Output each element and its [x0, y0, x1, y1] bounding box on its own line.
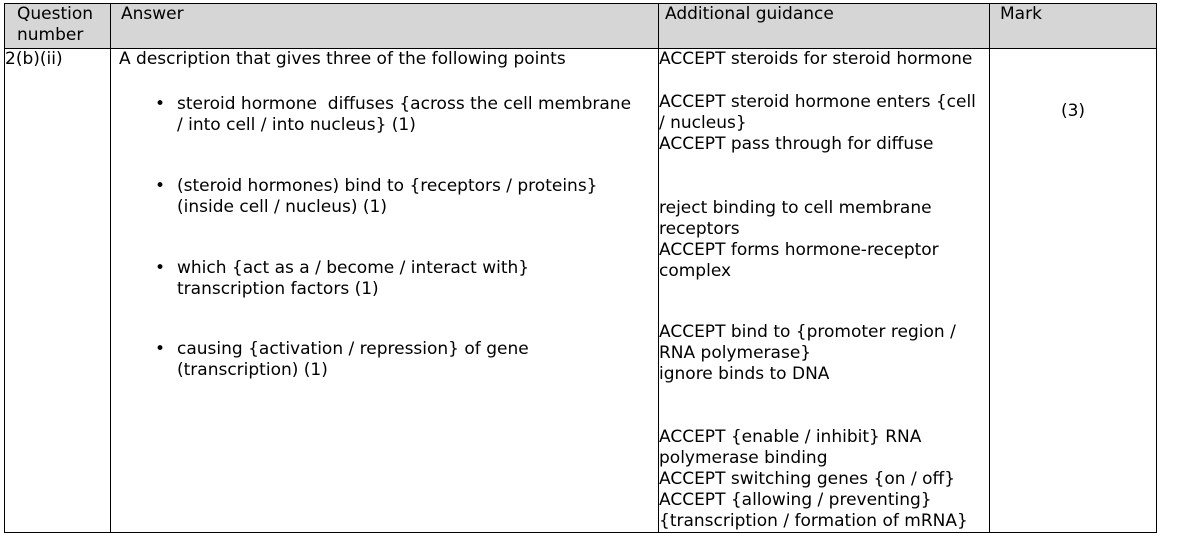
- bullet-icon: •: [155, 258, 166, 278]
- answer-stem: A description that gives three of the fo…: [119, 49, 566, 69]
- answer-point-3-line-1: which {act as a / become / interact with…: [177, 258, 530, 278]
- guidance-block-2-line-1: ACCEPT steroid hormone enters {cell: [659, 92, 976, 112]
- cell-mark: (3): [989, 48, 1157, 533]
- column-header-answer-label: Answer: [121, 4, 184, 24]
- answer-point-2: • (steroid hormones) bind to {receptors …: [111, 176, 658, 218]
- guidance-block-2-line-2: / nucleus}: [659, 113, 747, 133]
- guidance-block-5-line-2: polymerase binding: [659, 448, 828, 468]
- answer-point-list: • steroid hormone diffuses {across the c…: [111, 94, 658, 381]
- column-header-mark: Mark: [989, 3, 1157, 49]
- guidance-block-4-line-3: ignore binds to DNA: [659, 364, 830, 384]
- answer-point-1: • steroid hormone diffuses {across the c…: [111, 94, 658, 136]
- guidance-block-4-line-2: RNA polymerase}: [659, 343, 812, 363]
- answer-point-3: • which {act as a / become / interact wi…: [111, 258, 658, 300]
- guidance-block-3-line-1: reject binding to cell membrane: [659, 198, 932, 218]
- answer-point-2-line-1: (steroid hormones) bind to {receptors / …: [177, 176, 598, 196]
- answer-spacer-4: [111, 300, 658, 339]
- column-header-additional-guidance-label: Additional guidance: [665, 4, 834, 24]
- guidance-block-3-line-2: receptors: [659, 219, 740, 239]
- bullet-icon: •: [155, 176, 166, 196]
- answer-point-1-line-1: steroid hormone diffuses {across the cel…: [177, 94, 632, 114]
- table-body: 2(b)(ii) A description that gives three …: [4, 48, 1157, 533]
- guidance-spacer-4: [659, 385, 989, 427]
- guidance-block-5-line-5: {transcription / formation of mRNA}: [659, 511, 968, 531]
- column-header-question-number: Question number: [4, 3, 111, 49]
- column-header-question-number-line1: Question: [17, 4, 94, 24]
- answer-point-4-line-2: (transcription) (1): [177, 360, 328, 380]
- table-row: 2(b)(ii) A description that gives three …: [4, 48, 1157, 533]
- column-header-question-number-line2: number: [17, 25, 84, 45]
- answer-spacer-3: [111, 218, 658, 258]
- guidance-block-3-line-3: ACCEPT forms hormone-receptor: [659, 240, 939, 260]
- answer-point-4-line-1: causing {activation / repression} of gen…: [177, 339, 529, 359]
- guidance-spacer-2: [659, 155, 989, 198]
- column-header-mark-label: Mark: [1000, 4, 1042, 24]
- guidance-block-2: ACCEPT steroid hormone enters {cell / nu…: [659, 92, 989, 155]
- guidance-spacer-1: [659, 70, 989, 92]
- table-header: Question number Answer Additional guidan…: [4, 3, 1157, 49]
- table-header-row: Question number Answer Additional guidan…: [4, 3, 1157, 49]
- guidance-block-3: reject binding to cell membrane receptor…: [659, 198, 989, 282]
- guidance-block-5-line-4: ACCEPT {allowing / preventing}: [659, 490, 932, 510]
- mark-value: (3): [1060, 101, 1086, 121]
- guidance-spacer-3: [659, 282, 989, 322]
- answer-spacer-1: [111, 70, 658, 94]
- document-page: Question number Answer Additional guidan…: [4, 3, 1157, 533]
- answer-point-2-line-2: (inside cell / nucleus) (1): [177, 197, 387, 217]
- answer-point-4: • causing {activation / repression} of g…: [111, 339, 658, 381]
- guidance-block-5: ACCEPT {enable / inhibit} RNA polymerase…: [659, 427, 989, 532]
- guidance-block-3-line-4: complex: [659, 261, 732, 281]
- guidance-block-4-line-1: ACCEPT bind to {promoter region /: [659, 322, 956, 342]
- cell-answer: A description that gives three of the fo…: [110, 48, 659, 533]
- cell-additional-guidance: ACCEPT steroids for steroid hormone ACCE…: [658, 48, 990, 533]
- column-header-additional-guidance: Additional guidance: [658, 3, 990, 49]
- answer-spacer-2: [111, 136, 658, 176]
- guidance-block-1-line-1: ACCEPT steroids for steroid hormone: [659, 49, 973, 69]
- bullet-icon: •: [155, 94, 166, 114]
- bullet-icon: •: [155, 339, 166, 359]
- answer-point-3-line-2: transcription factors (1): [177, 279, 379, 299]
- guidance-block-1: ACCEPT steroids for steroid hormone: [659, 49, 989, 70]
- question-number-value: 2(b)(ii): [5, 49, 63, 69]
- cell-question-number: 2(b)(ii): [4, 48, 111, 533]
- guidance-block-2-line-3: ACCEPT pass through for diffuse: [659, 134, 934, 154]
- guidance-block-5-line-1: ACCEPT {enable / inhibit} RNA: [659, 427, 922, 447]
- answer-point-1-line-2: / into cell / into nucleus} (1): [177, 115, 416, 135]
- guidance-block-5-line-3: ACCEPT switching genes {on / off}: [659, 469, 956, 489]
- mark-scheme-table: Question number Answer Additional guidan…: [4, 3, 1157, 533]
- column-header-answer: Answer: [110, 3, 659, 49]
- guidance-block-4: ACCEPT bind to {promoter region / RNA po…: [659, 322, 989, 385]
